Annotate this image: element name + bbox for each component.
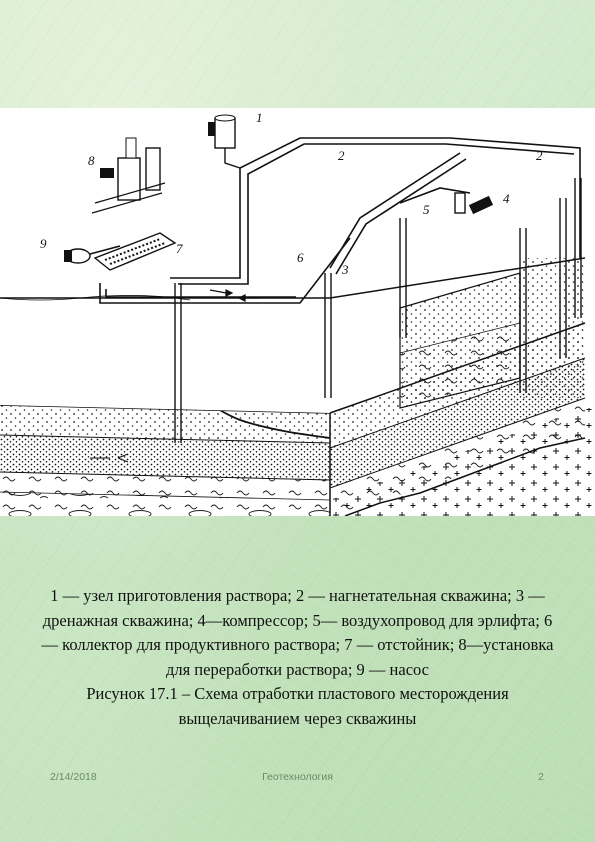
pipe-network <box>99 137 581 304</box>
pump <box>64 245 121 264</box>
callout-7: 7 <box>176 241 183 256</box>
callout-3: 3 <box>341 262 349 277</box>
callout-6: 6 <box>297 250 304 265</box>
page-number: 2 <box>538 771 544 783</box>
figure-title: Рисунок 17.1 – Схема отработки пластовог… <box>86 684 509 728</box>
callout-2-left: 2 <box>338 148 345 163</box>
flow-arrows <box>209 289 260 302</box>
callout-1: 1 <box>256 110 263 125</box>
callout-5: 5 <box>423 202 430 217</box>
mining-scheme-figure: 1 2 2 3 4 5 6 7 8 9 <box>0 108 595 516</box>
figure-caption: 1 — узел приготовления раствора; 2 — наг… <box>40 584 555 732</box>
footer-title: Геотехнология <box>262 771 333 783</box>
front-face-strata <box>0 379 331 516</box>
compressor <box>454 192 494 215</box>
processing-plant <box>91 137 166 214</box>
solution-prep-unit <box>208 114 241 169</box>
callout-2-right: 2 <box>536 148 543 163</box>
bedrock <box>330 408 595 516</box>
wells <box>174 178 582 443</box>
figure-legend: 1 — узел приготовления раствора; 2 — наг… <box>41 586 554 679</box>
settling-tank <box>93 232 177 271</box>
footer-date: 2/14/2018 <box>50 771 97 783</box>
callout-8: 8 <box>88 153 95 168</box>
callout-4: 4 <box>503 191 510 206</box>
callout-9: 9 <box>40 236 47 251</box>
cutaway-section <box>399 258 585 409</box>
mining-scheme-drawing: 1 2 2 3 4 5 6 7 8 9 <box>0 110 595 516</box>
